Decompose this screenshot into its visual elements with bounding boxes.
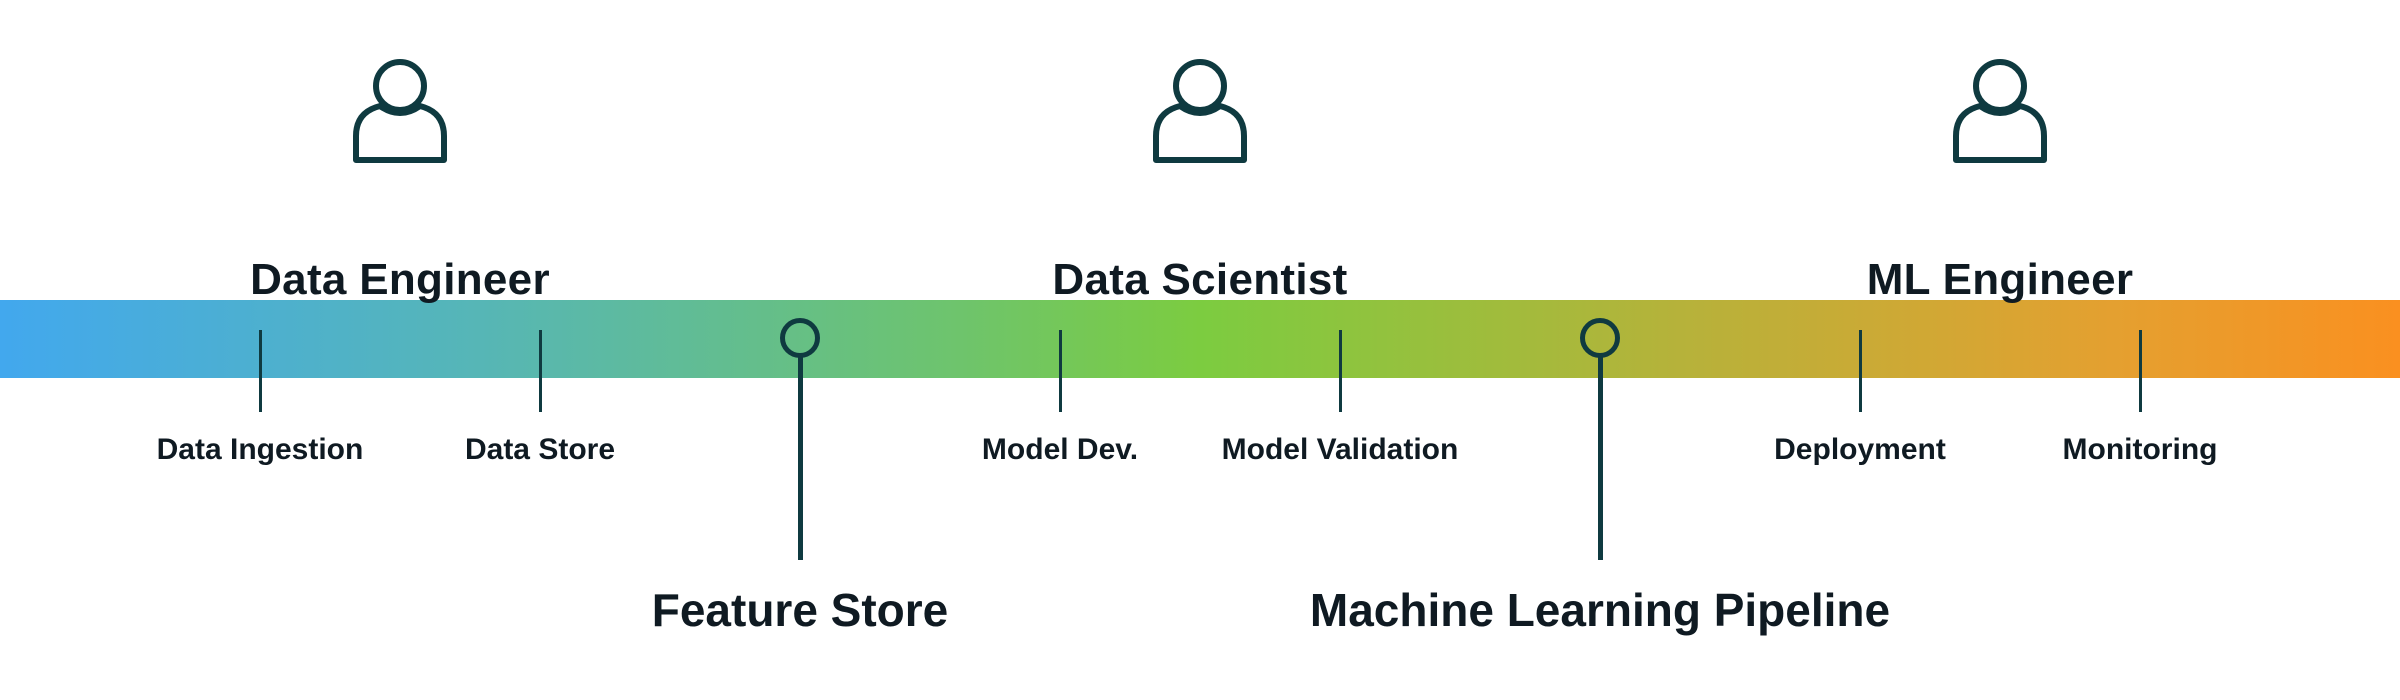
step-label-model-dev: Model Dev.	[981, 433, 1139, 466]
step-label-model-validation: Model Validation	[1221, 433, 1459, 466]
milestone-stem-feature-store	[797, 357, 803, 560]
person-icon	[353, 59, 447, 163]
milestone-label-feature-store: Feature Store	[651, 584, 949, 636]
person-icon	[1153, 59, 1247, 163]
role-label: Data Engineer	[250, 255, 550, 304]
step-tick-model-dev	[1058, 330, 1062, 412]
lifecycle-gradient-band	[0, 300, 2400, 378]
step-label-data-ingestion: Data Ingestion	[156, 433, 364, 466]
person-icon	[1953, 59, 2047, 163]
step-tick-deployment	[1858, 330, 1862, 412]
role-data-engineer: Data Engineer	[160, 56, 640, 304]
milestone-stem-ml-pipeline	[1597, 357, 1603, 560]
milestone-marker-ml-pipeline	[1580, 318, 1620, 358]
step-tick-data-ingestion	[258, 330, 262, 412]
step-tick-data-store	[538, 330, 542, 412]
role-data-scientist: Data Scientist	[960, 56, 1440, 304]
step-tick-model-validation	[1338, 330, 1342, 412]
role-ml-engineer: ML Engineer	[1760, 56, 2240, 304]
role-label: ML Engineer	[1866, 255, 2134, 304]
step-label-data-store: Data Store	[464, 433, 616, 466]
milestone-marker-feature-store	[780, 318, 820, 358]
step-label-monitoring: Monitoring	[2062, 433, 2218, 466]
step-tick-monitoring	[2138, 330, 2142, 412]
step-label-deployment: Deployment	[1774, 433, 1946, 466]
milestone-label-ml-pipeline: Machine Learning Pipeline	[1309, 584, 1891, 636]
role-label: Data Scientist	[1052, 255, 1348, 304]
